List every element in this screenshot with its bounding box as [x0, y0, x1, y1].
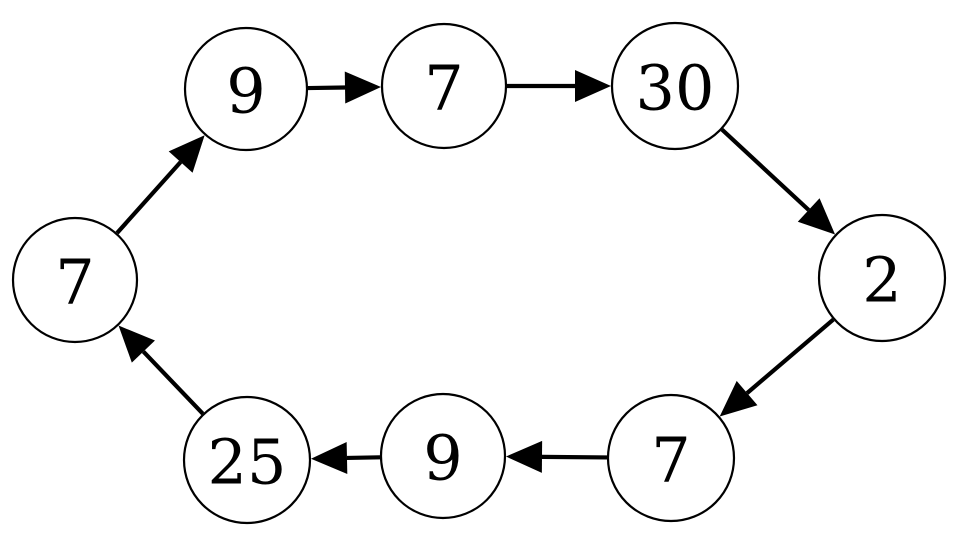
node-bottom-7-circle: [606, 393, 736, 523]
edge-9-to-7-arrowhead-icon: [344, 71, 382, 104]
edge-25-to-7-line: [141, 350, 205, 416]
edge-25-to-7-arrowhead-icon: [118, 325, 155, 363]
edge-30-to-2[interactable]: [720, 127, 836, 235]
node-left-7[interactable]: 7: [11, 216, 139, 344]
node-top-9-circle: [183, 26, 309, 152]
edge-7-to-9b-line: [541, 454, 608, 460]
node-bottom-9-circle: [379, 392, 507, 520]
edge-9-to-7-line: [307, 85, 346, 91]
node-top-7-circle: [380, 22, 508, 150]
edge-7-to-9b-arrowhead-icon: [506, 440, 543, 473]
nodes-layer: 7 9 7 30 2 7 9 25: [11, 21, 947, 525]
node-bottom-7[interactable]: 7: [606, 393, 736, 523]
node-right-2-label: 2: [862, 244, 901, 317]
edge-9-to-7[interactable]: [307, 71, 382, 104]
edge-30-to-2-arrowhead-icon: [797, 198, 836, 235]
node-right-2[interactable]: 2: [817, 213, 947, 343]
node-bottom-7-label: 7: [651, 424, 690, 497]
node-bottom-25[interactable]: 25: [182, 395, 312, 525]
edge-7-to-9-line: [115, 160, 183, 235]
edge-7-to-9-arrowhead-icon: [168, 135, 205, 173]
edge-2-to-7[interactable]: [719, 317, 835, 417]
edge-2-to-7-line: [745, 317, 835, 395]
edge-7-to-30[interactable]: [507, 70, 611, 102]
edge-7-to-30-arrowhead-icon: [575, 70, 611, 102]
edge-25-to-7[interactable]: [118, 325, 205, 416]
edge-30-to-2-line: [720, 127, 811, 212]
edge-7-to-9b[interactable]: [506, 440, 608, 473]
node-top-30[interactable]: 30: [610, 21, 740, 151]
edge-9-to-25-arrowhead-icon: [310, 441, 348, 474]
node-bottom-9[interactable]: 9: [379, 392, 507, 520]
node-top-30-label: 30: [636, 52, 715, 125]
edge-9-to-25[interactable]: [310, 441, 381, 474]
node-bottom-9-label: 9: [423, 422, 462, 495]
edges-layer: [115, 70, 836, 474]
edge-7-to-9[interactable]: [115, 135, 205, 235]
node-left-7-circle: [11, 216, 139, 344]
node-top-7-label: 7: [424, 52, 463, 125]
edge-9-to-25-line: [346, 455, 381, 461]
edge-2-to-7-arrowhead-icon: [719, 380, 758, 417]
node-bottom-25-label: 25: [208, 426, 287, 499]
node-top-9[interactable]: 9: [183, 26, 309, 152]
node-top-7[interactable]: 7: [380, 22, 508, 150]
node-top-9-label: 9: [226, 55, 265, 128]
node-right-2-circle: [817, 213, 947, 343]
node-top-30-circle: [610, 21, 740, 151]
node-bottom-25-circle: [182, 395, 312, 525]
node-left-7-label: 7: [55, 246, 94, 319]
